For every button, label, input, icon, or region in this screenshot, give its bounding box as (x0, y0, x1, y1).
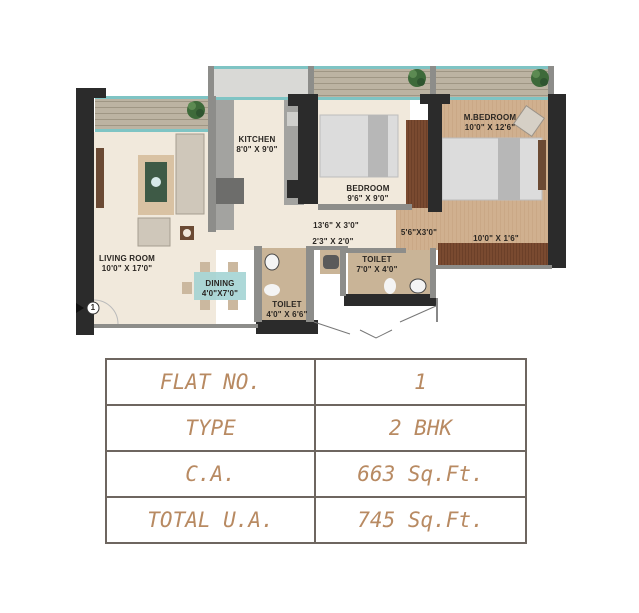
mbed-strip (438, 243, 548, 267)
table-row: FLAT NO. 1 (105, 358, 527, 406)
flat-spec-table: FLAT NO. 1 TYPE 2 BHK C.A. 663 Sq.Ft. TO… (105, 358, 527, 544)
sink-icon (287, 112, 299, 126)
armchair (137, 217, 171, 247)
room-size: 10'0" X 17'0" (101, 264, 153, 273)
spec-label: FLAT NO. (105, 358, 316, 406)
room-label-living-room: LIVING ROOM 10'0" X 17'0" (92, 254, 162, 274)
room-name: BEDROOM (346, 184, 390, 193)
decor-icon (151, 177, 161, 187)
wc-icon (384, 278, 396, 294)
kitchen-counter-left (214, 100, 234, 230)
entrance-arrow-icon (76, 303, 84, 313)
sofa (175, 133, 205, 215)
room-label-toilet-2: TOILET 7'0" X 4'0" (352, 255, 402, 275)
table-row: TOTAL U.A. 745 Sq.Ft. (105, 496, 527, 544)
washbasin-icon (409, 278, 427, 294)
chair (228, 300, 238, 310)
washbasin-icon (264, 253, 280, 271)
room-name: M.BEDROOM (463, 113, 517, 122)
chair (228, 262, 238, 272)
spec-value: 745 Sq.Ft. (314, 496, 527, 544)
spec-value: 2 BHK (314, 404, 527, 452)
room-size: 10'0" X 12'6" (464, 123, 516, 132)
room-label-toilet-1: TOILET 4'0" X 6'6" (262, 300, 312, 320)
floor-plan: KITCHEN 8'0" X 9'0" BEDROOM 9'6" X 9'0" … (76, 66, 566, 339)
table-row: C.A. 663 Sq.Ft. (105, 450, 527, 498)
room-name: TOILET (272, 300, 302, 309)
mbed-passage-floor (396, 205, 442, 250)
dining-table (194, 272, 246, 300)
entrance-marker-number: 1 (90, 303, 96, 312)
room-size: 4'0"X7'0" (201, 289, 239, 298)
bedroom-wardrobe (406, 120, 428, 208)
door-swing (93, 299, 119, 325)
wc-icon (264, 284, 280, 296)
spec-value: 1 (314, 358, 527, 406)
dim-passage-mbed: 5'6"X3'0" (400, 228, 438, 237)
room-name: DINING (205, 279, 235, 288)
dresser (538, 140, 546, 190)
room-label-master-bedroom: M.BEDROOM 10'0" X 12'6" (455, 113, 525, 133)
armchair (512, 104, 546, 138)
room-label-bedroom: BEDROOM 9'6" X 9'0" (340, 184, 396, 204)
dim-passage-small: 2'3" X 2'0" (312, 237, 354, 246)
master-bed (441, 137, 543, 201)
plant-icon (408, 69, 426, 87)
room-label-kitchen: KITCHEN 8'0" X 9'0" (232, 135, 282, 155)
fridge (216, 178, 244, 204)
floor-plan-drawing (76, 66, 566, 339)
chair (200, 262, 210, 272)
dim-passage-main: 13'6" X 3'0" (313, 221, 359, 230)
chair (182, 282, 192, 294)
table-row: TYPE 2 BHK (105, 404, 527, 452)
partitions (94, 96, 552, 328)
door-swing (313, 305, 437, 339)
dim-mbed-strip: 10'0" X 1'6" (473, 234, 519, 243)
chair (200, 300, 210, 310)
walls (76, 88, 566, 335)
entrance-marker-circle (86, 301, 100, 315)
room-size: 8'0" X 9'0" (236, 145, 278, 154)
tv-unit (96, 148, 104, 208)
room-size: 9'6" X 9'0" (347, 194, 389, 203)
room-name: KITCHEN (238, 135, 276, 144)
hob-icon (287, 180, 301, 198)
room-label-dining: DINING 4'0"X7'0" (196, 279, 244, 299)
spec-label: TYPE (105, 404, 316, 452)
spec-label: C.A. (105, 450, 316, 498)
plant-icon (531, 69, 549, 87)
spec-value: 663 Sq.Ft. (314, 450, 527, 498)
room-size: 7'0" X 4'0" (356, 265, 398, 274)
room-name: LIVING ROOM (99, 254, 155, 263)
washing-machine-icon (323, 255, 339, 269)
spec-label: TOTAL U.A. (105, 496, 316, 544)
room-size: 4'0" X 6'6" (266, 310, 308, 319)
room-name: TOILET (362, 255, 392, 264)
balcony-kitchen (208, 66, 314, 100)
plant-icon (187, 101, 205, 119)
